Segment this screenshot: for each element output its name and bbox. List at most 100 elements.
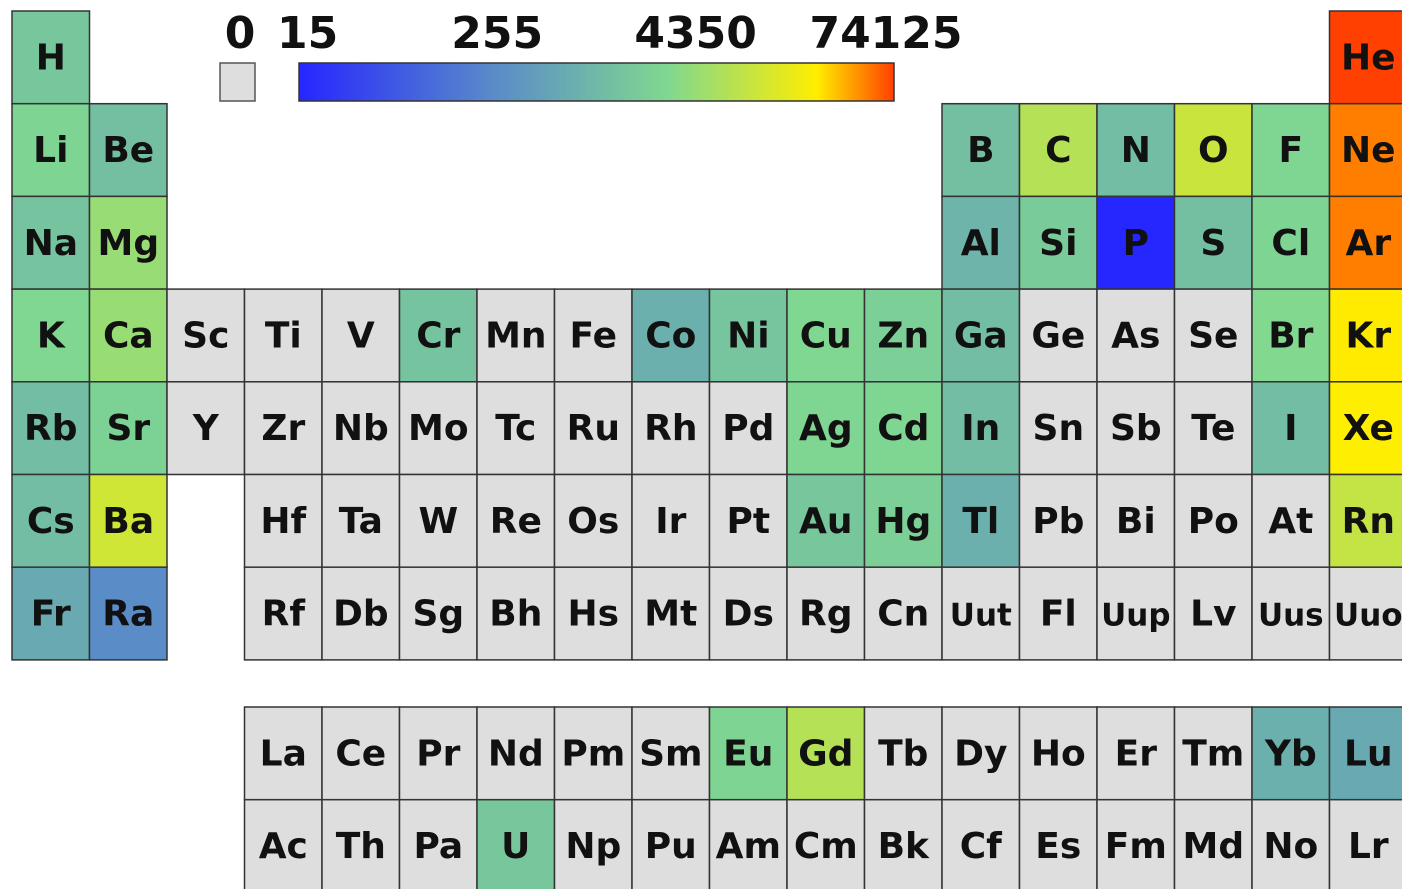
element-cell-as: As	[1096, 288, 1176, 383]
element-cell-rf: Rf	[243, 566, 323, 661]
element-cell-dy: Dy	[941, 706, 1021, 801]
element-symbol: B	[967, 130, 994, 171]
element-cell-be: Be	[88, 102, 168, 198]
element-cell-fill	[1251, 566, 1331, 661]
element-cell-bk: Bk	[863, 798, 943, 889]
element-cell-fill	[553, 566, 633, 661]
element-cell-re: Re	[476, 473, 556, 568]
element-symbol: Kr	[1345, 316, 1391, 357]
element-symbol: Na	[24, 223, 78, 264]
element-cell-ir: Ir	[631, 473, 711, 568]
element-symbol: Co	[645, 316, 696, 357]
element-symbol: U	[501, 826, 530, 867]
element-symbol: Ru	[567, 408, 620, 449]
element-cell-fill	[1251, 706, 1331, 801]
element-cell-c: C	[1018, 102, 1098, 198]
element-cell-zn: Zn	[863, 288, 943, 383]
element-cell-sb: Sb	[1096, 381, 1176, 476]
element-symbol: Th	[336, 826, 386, 867]
element-symbol: S	[1200, 223, 1226, 264]
element-cell-la: La	[243, 706, 323, 801]
element-symbol: Nd	[488, 733, 544, 774]
element-cell-co: Co	[631, 288, 711, 383]
element-cell-ar: Ar	[1328, 195, 1402, 290]
element-cell-te: Te	[1173, 381, 1253, 476]
element-symbol: Pb	[1032, 501, 1084, 542]
element-cell-bh: Bh	[476, 566, 556, 661]
element-cell-in: In	[941, 381, 1021, 476]
element-cell-fill	[553, 706, 633, 801]
element-cell-fill	[243, 473, 323, 568]
element-symbol: Zr	[261, 408, 305, 449]
element-symbol: Au	[799, 501, 853, 542]
element-cell-fill	[11, 10, 91, 105]
element-cell-fill	[553, 798, 633, 889]
element-symbol: Uuo	[1334, 598, 1402, 634]
element-symbol: Pd	[722, 408, 774, 449]
element-symbol: Er	[1115, 733, 1158, 774]
colorbar-tick-label: 255	[451, 8, 543, 59]
element-symbol: Cl	[1271, 223, 1310, 264]
element-symbol: Ar	[1345, 223, 1391, 264]
element-symbol: Pm	[561, 733, 625, 774]
element-cell-fill	[1018, 102, 1098, 198]
element-symbol: Fe	[570, 316, 618, 357]
element-cell-mn: Mn	[476, 288, 556, 383]
element-cell-fill	[786, 288, 866, 383]
element-cell-n: N	[1096, 102, 1176, 198]
element-cell-pu: Pu	[631, 798, 711, 889]
element-symbol: Uut	[950, 598, 1012, 634]
element-cell-pa: Pa	[398, 798, 478, 889]
element-cell-fill	[1251, 195, 1331, 290]
element-cell-ba: Ba	[88, 473, 168, 568]
element-cell-ds: Ds	[708, 566, 788, 661]
element-cell-sc: Sc	[166, 288, 246, 383]
element-cell-fill	[1251, 381, 1331, 476]
element-cell-uus: Uus	[1251, 566, 1331, 661]
element-symbol: Te	[1191, 408, 1235, 449]
element-cell-cf: Cf	[941, 798, 1021, 889]
element-cell-fill	[243, 566, 323, 661]
element-cell-fill	[476, 706, 556, 801]
element-cell-fill	[1328, 706, 1402, 801]
element-symbol: Ne	[1341, 130, 1396, 171]
element-symbol: Db	[333, 594, 389, 635]
element-symbol: Md	[1183, 826, 1245, 867]
element-cell-np: Np	[553, 798, 633, 889]
element-cell-fill	[631, 381, 711, 476]
element-cell-fill	[398, 798, 478, 889]
element-symbol: Fl	[1040, 594, 1077, 635]
element-cell-b: B	[941, 102, 1021, 198]
element-symbol: Mo	[408, 408, 469, 449]
element-symbol: Rn	[1342, 501, 1395, 542]
element-symbol: Os	[567, 501, 619, 542]
element-cell-fill	[1251, 473, 1331, 568]
element-symbol: Sb	[1110, 408, 1162, 449]
element-cell-cl: Cl	[1251, 195, 1331, 290]
element-symbol: Zn	[877, 316, 929, 357]
element-symbol: La	[260, 733, 307, 774]
element-symbol: Ir	[655, 501, 686, 542]
element-symbol: Re	[490, 501, 542, 542]
element-cell-mg: Mg	[88, 195, 168, 290]
element-cell-fill	[708, 473, 788, 568]
element-symbol: Pt	[727, 501, 771, 542]
element-symbol: Eu	[723, 733, 773, 774]
element-cell-fill	[553, 381, 633, 476]
element-symbol: Cf	[960, 826, 1002, 867]
element-symbol: Ac	[259, 826, 308, 867]
element-cell-mo: Mo	[398, 381, 478, 476]
element-cell-ce: Ce	[321, 706, 401, 801]
element-symbol: Ag	[799, 408, 853, 449]
element-cell-fill	[476, 473, 556, 568]
element-cell-fill	[863, 381, 943, 476]
element-cell-fill	[941, 102, 1021, 198]
element-cell-fill	[1018, 195, 1098, 290]
element-cell-yb: Yb	[1251, 706, 1331, 801]
element-cell-tb: Tb	[863, 706, 943, 801]
element-cell-kr: Kr	[1328, 288, 1402, 383]
element-cell-fill	[1328, 798, 1402, 889]
element-symbol: Cu	[800, 316, 852, 357]
